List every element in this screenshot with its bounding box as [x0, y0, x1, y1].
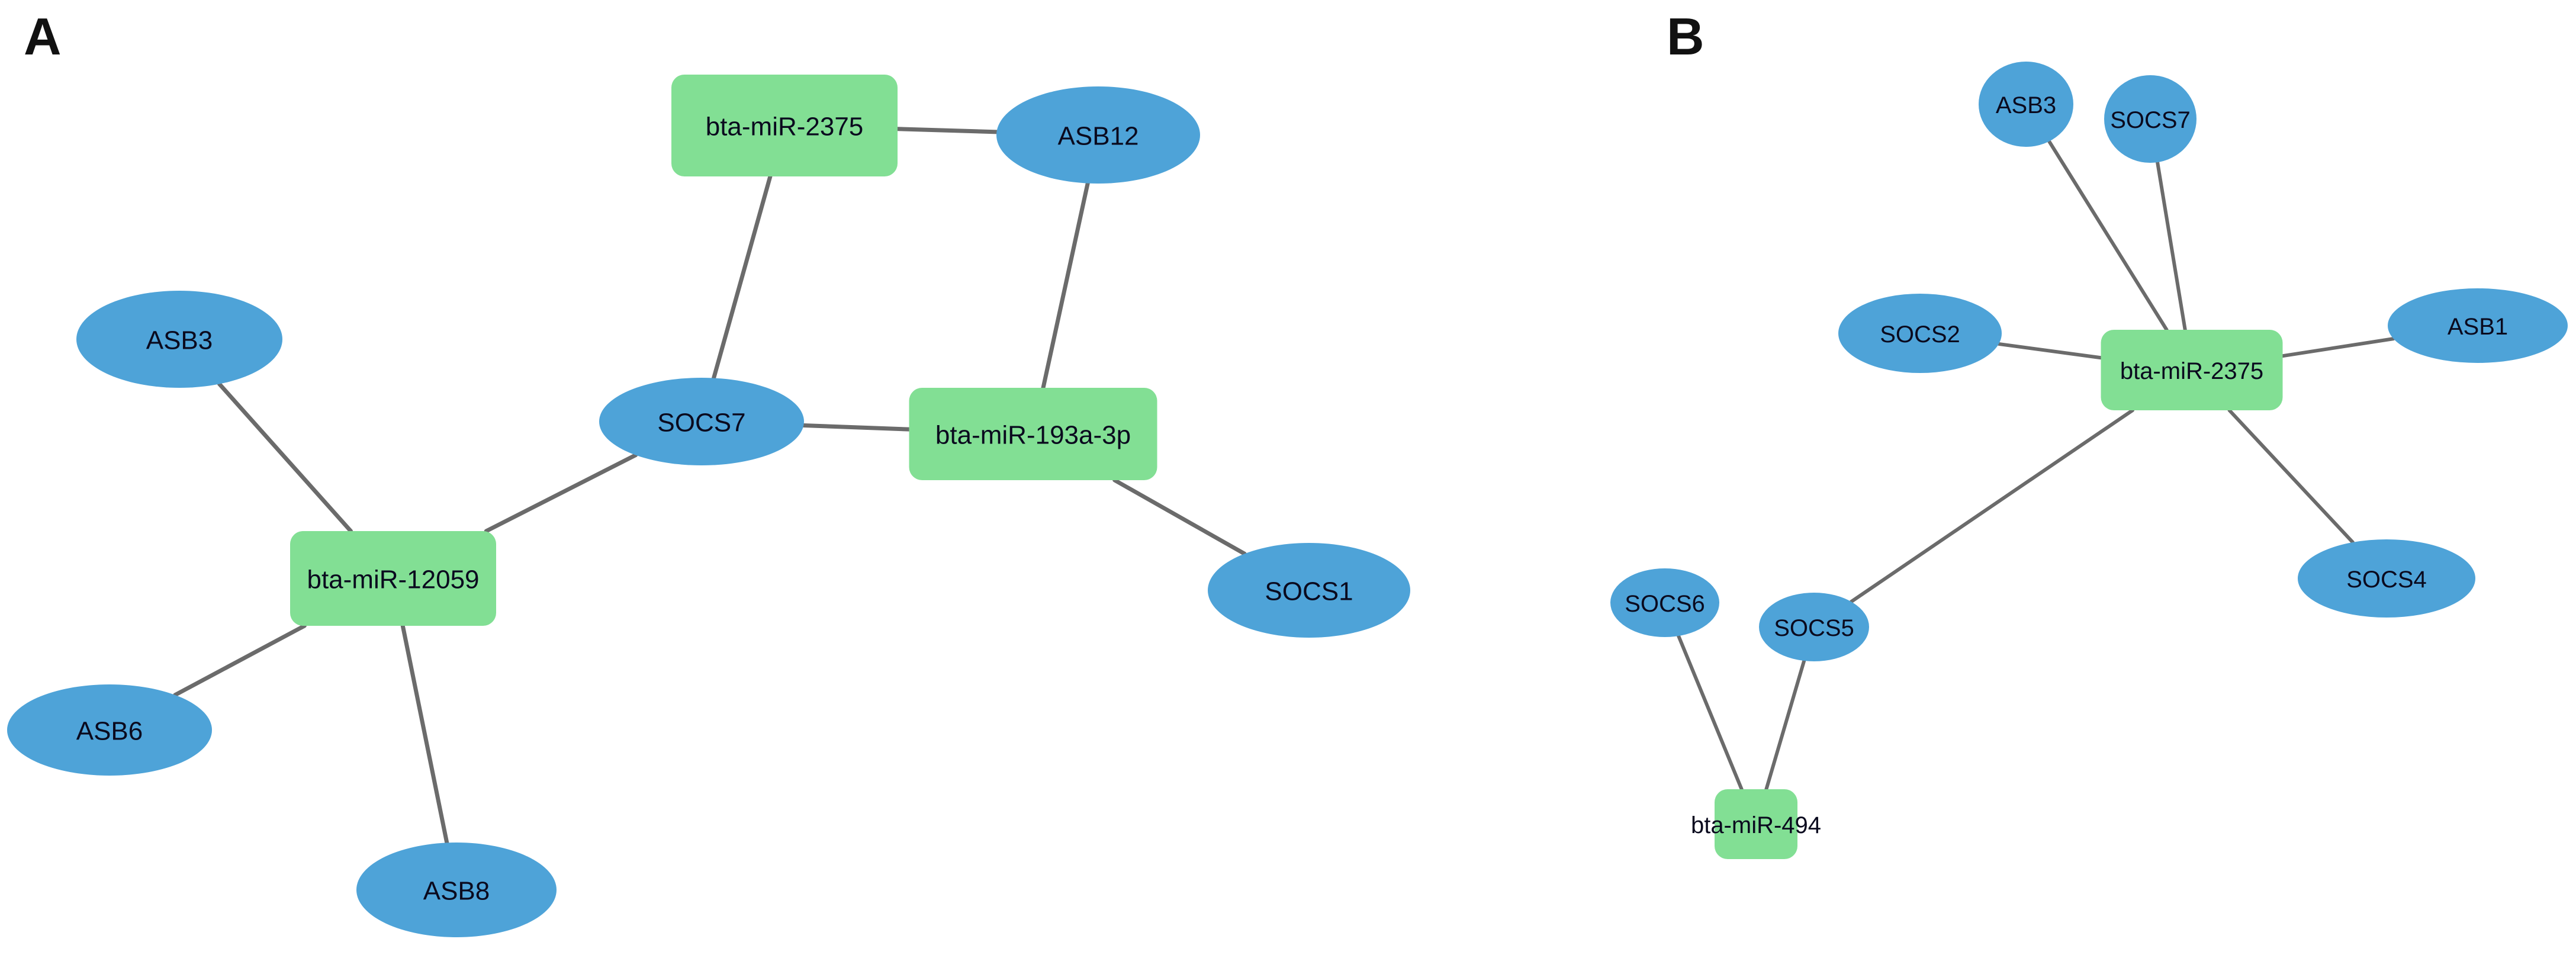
edge-a-asb3-a-mir-12059	[217, 382, 353, 533]
node-label: SOCS7	[657, 409, 745, 438]
mirna-node-shape[interactable]	[909, 388, 1157, 480]
node-a-asb8[interactable]: ASB8	[356, 843, 557, 937]
edge-a-socs7-a-mir-193a-3p	[801, 423, 911, 432]
mirna-node-shape[interactable]	[290, 531, 496, 626]
gene-node-shape[interactable]	[996, 86, 1200, 184]
node-label: SOCS2	[1880, 321, 1960, 348]
edge-b-socs7-b-mir-2375	[2156, 160, 2187, 332]
gene-node-shape[interactable]	[76, 291, 282, 388]
node-a-asb12[interactable]: ASB12	[996, 86, 1200, 184]
gene-node-shape[interactable]	[1610, 568, 1719, 637]
node-label: SOCS6	[1625, 591, 1705, 617]
node-a-asb6[interactable]: ASB6	[7, 684, 212, 776]
panel-labels-layer: A B	[24, 7, 1705, 66]
edge-a-socs7-a-mir-12059	[484, 453, 638, 533]
gene-node-shape[interactable]	[2298, 539, 2475, 618]
node-label: bta-miR-12059	[307, 565, 479, 594]
node-label: SOCS1	[1265, 577, 1353, 606]
node-label: bta-miR-2375	[706, 112, 864, 142]
node-b-asb1[interactable]: ASB1	[2388, 288, 2568, 363]
edge-b-socs5-b-mir-2375	[1849, 409, 2135, 604]
node-b-socs6[interactable]: SOCS6	[1610, 568, 1719, 637]
edges-layer	[173, 127, 2395, 845]
gene-node-shape[interactable]	[2388, 288, 2568, 363]
edge-b-socs5-b-mir-494	[1764, 659, 1806, 791]
node-label: SOCS5	[1774, 615, 1854, 641]
edge-b-socs2-b-mir-2375	[1996, 342, 2103, 360]
node-a-mir-2375[interactable]: bta-miR-2375	[671, 75, 898, 176]
edge-a-asb6-a-mir-12059	[173, 623, 307, 697]
node-label: ASB12	[1058, 122, 1139, 151]
node-label: ASB1	[2448, 314, 2508, 340]
node-b-socs4[interactable]: SOCS4	[2298, 539, 2475, 618]
node-label: bta-miR-494	[1691, 812, 1821, 838]
node-label: ASB6	[76, 717, 143, 746]
node-a-asb3[interactable]: ASB3	[76, 291, 282, 388]
edge-b-asb3-b-mir-2375	[2047, 139, 2169, 332]
mirna-node-shape[interactable]	[671, 75, 898, 176]
panel-label-a: A	[24, 7, 62, 66]
mirna-node-shape[interactable]	[1715, 789, 1797, 859]
node-b-socs7[interactable]: SOCS7	[2104, 75, 2196, 163]
gene-node-shape[interactable]	[7, 684, 212, 776]
node-b-mir-494[interactable]: bta-miR-494	[1691, 789, 1821, 859]
node-label: SOCS7	[2110, 107, 2191, 133]
gene-node-shape[interactable]	[1838, 294, 2002, 373]
node-b-socs2[interactable]: SOCS2	[1838, 294, 2002, 373]
node-b-socs5[interactable]: SOCS5	[1759, 593, 1869, 661]
edge-a-mir-193a-3p-a-socs1	[1112, 478, 1247, 556]
gene-node-shape[interactable]	[2104, 75, 2196, 163]
node-label: bta-miR-193a-3p	[935, 421, 1131, 450]
node-b-mir-2375[interactable]: bta-miR-2375	[2101, 330, 2283, 410]
node-a-socs1[interactable]: SOCS1	[1208, 543, 1410, 638]
node-label: ASB8	[423, 877, 490, 906]
edge-a-mir-2375-a-asb12	[895, 127, 999, 134]
gene-node-shape[interactable]	[1759, 593, 1869, 661]
edge-b-socs4-b-mir-2375	[2227, 409, 2355, 544]
node-a-socs7[interactable]: SOCS7	[599, 378, 804, 465]
gene-node-shape[interactable]	[356, 843, 557, 937]
gene-node-shape[interactable]	[599, 378, 804, 465]
edge-a-mir-2375-a-socs7	[712, 174, 773, 381]
panel-label-b: B	[1667, 7, 1705, 66]
node-label: ASB3	[146, 326, 213, 355]
edge-a-asb8-a-mir-12059	[400, 623, 449, 845]
node-a-mir-193a-3p[interactable]: bta-miR-193a-3p	[909, 388, 1157, 480]
node-label: ASB3	[1996, 92, 2056, 118]
node-a-mir-12059[interactable]: bta-miR-12059	[290, 531, 496, 626]
gene-node-shape[interactable]	[1979, 62, 2073, 147]
node-label: bta-miR-2375	[2120, 358, 2263, 384]
mirna-node-shape[interactable]	[2101, 330, 2283, 410]
node-b-asb3[interactable]: ASB3	[1979, 62, 2073, 147]
node-label: SOCS4	[2346, 567, 2427, 593]
gene-node-shape[interactable]	[1208, 543, 1410, 638]
edge-b-socs6-b-mir-494	[1677, 634, 1744, 791]
edge-b-asb1-b-mir-2375	[2281, 337, 2395, 358]
edge-a-asb12-a-mir-193a-3p	[1041, 181, 1090, 390]
